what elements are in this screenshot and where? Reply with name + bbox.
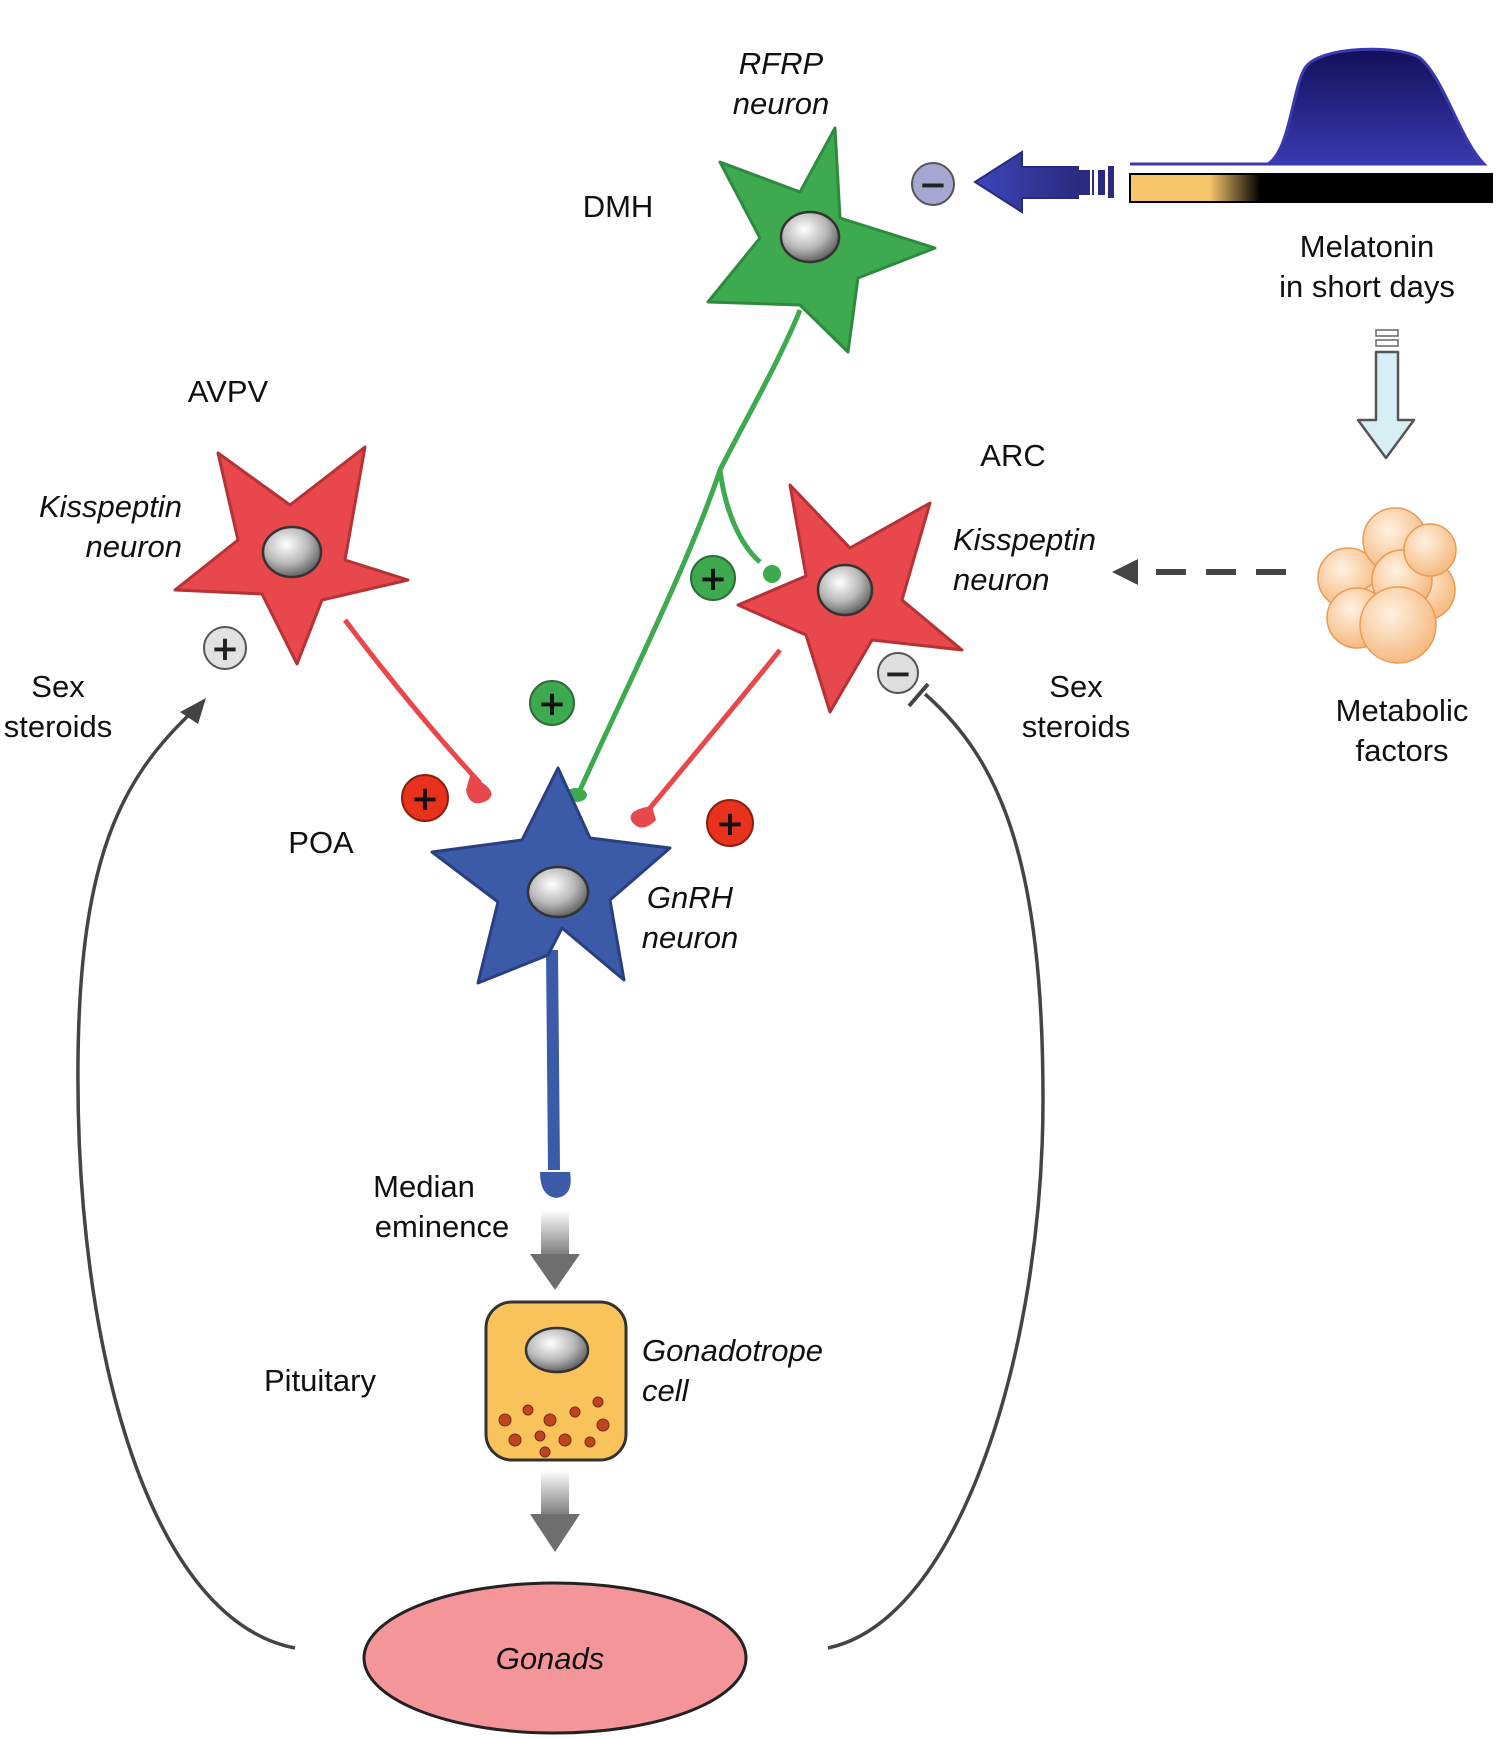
melatonin-inhibition-arrow <box>973 150 1114 214</box>
pituitary-label: Pituitary <box>264 1363 376 1398</box>
sex-steroids-right-inhibit-bar <box>907 682 930 708</box>
plus-sign-arc-green: + <box>690 555 736 601</box>
kisspeptin-arc-label-line2: neuron <box>953 562 1050 597</box>
kisspeptin-arc-label-line1: Kisspeptin <box>953 522 1096 557</box>
metabolic-factors-label-line1: Metabolic <box>1336 693 1469 728</box>
rfrp-nucleus <box>779 210 841 264</box>
kisspeptin-arc-axon <box>643 648 782 816</box>
plus-sign-arc-red: + <box>706 799 754 847</box>
kisspeptin-avpv-terminal <box>466 776 492 804</box>
melatonin-profile <box>1129 47 1493 203</box>
svg-text:−: − <box>884 654 913 694</box>
kisspeptin-avpv-label-line1: Kisspeptin <box>39 489 182 524</box>
median-eminence-to-pituitary-arrow <box>530 1210 580 1290</box>
median-eminence-label-line1: Median <box>373 1169 475 1204</box>
dmh-label: DMH <box>583 189 654 224</box>
minus-sign-arc: − <box>877 652 919 694</box>
kisspeptin-avpv-nucleus <box>261 525 323 579</box>
svg-text:−: − <box>919 165 948 205</box>
kisspeptin-arc-nucleus <box>816 563 874 617</box>
melatonin-label-line1: Melatonin <box>1300 229 1434 264</box>
gnrh-nucleus <box>526 865 590 919</box>
melatonin-to-metabolic-arrow <box>1356 329 1416 460</box>
avpv-label: AVPV <box>188 374 269 409</box>
arc-label: ARC <box>980 438 1045 473</box>
sex-steroids-left-arrowhead <box>180 698 206 724</box>
sex-steroids-left-label-line1: Sex <box>31 669 85 704</box>
gnrh-neuron-label-line2: neuron <box>642 920 739 955</box>
gonadotrope-cell-label-line1: Gonadotrope <box>642 1333 823 1368</box>
gonads-organ <box>362 1581 748 1735</box>
kisspeptin-avpv-axon <box>343 618 482 785</box>
rfrp-neuron-label-line2: neuron <box>733 86 830 121</box>
secretory-granules <box>498 1396 610 1458</box>
svg-text:+: + <box>411 779 440 819</box>
kisspeptin-arc-terminal <box>630 806 656 828</box>
gnrh-axon <box>546 949 560 1171</box>
photoperiod-bar <box>1129 173 1493 203</box>
plus-sign-poa-green: + <box>529 680 575 726</box>
kisspeptin-avpv-label-line2: neuron <box>85 529 182 564</box>
gnrh-neuron <box>430 766 672 985</box>
svg-text:+: + <box>211 629 240 669</box>
minus-sign-rfrp: − <box>911 162 955 206</box>
kisspeptin-arc-neuron <box>736 483 964 714</box>
gnrh-neuron-label-line1: GnRH <box>647 880 734 915</box>
gonadotrope-cell-label-line2: cell <box>642 1373 690 1408</box>
poa-label: POA <box>288 825 354 860</box>
sex-steroids-left-feedback-arrow <box>76 710 296 1650</box>
svg-text:+: + <box>716 804 745 844</box>
svg-text:+: + <box>699 559 728 599</box>
gonadotrope-nucleus <box>524 1326 590 1374</box>
median-eminence-label-line2: eminence <box>375 1209 509 1244</box>
rfrp-axon <box>577 309 803 792</box>
gnrh-terminal <box>540 1172 571 1198</box>
svg-text:+: + <box>538 684 567 724</box>
rfrp-branch-axon <box>717 469 762 564</box>
melatonin-label-line2: in short days <box>1279 269 1455 304</box>
pituitary-to-gonads-arrow <box>530 1470 580 1552</box>
rfrp-neuron <box>706 126 937 354</box>
plus-sign-avpv-red: + <box>401 774 449 822</box>
sex-steroids-right-label-line1: Sex <box>1049 669 1103 704</box>
kisspeptin-avpv-neuron <box>173 445 410 666</box>
metabolic-dashed-arrow <box>1112 559 1286 585</box>
plus-sign-avpv: + <box>203 626 247 670</box>
sex-steroids-right-label-line2: steroids <box>1022 709 1131 744</box>
sex-steroids-left-label-line2: steroids <box>4 709 113 744</box>
rfrp-neuron-label-line1: RFRP <box>739 46 824 81</box>
gonadotrope-cell <box>484 1300 628 1462</box>
sex-steroids-right-feedback-line <box>827 692 1045 1650</box>
rfrp-terminal-arc <box>763 565 781 583</box>
adipocyte-cluster-icon <box>1317 507 1457 664</box>
metabolic-factors-label-line2: factors <box>1355 733 1448 768</box>
gonads-label: Gonads <box>496 1641 605 1676</box>
